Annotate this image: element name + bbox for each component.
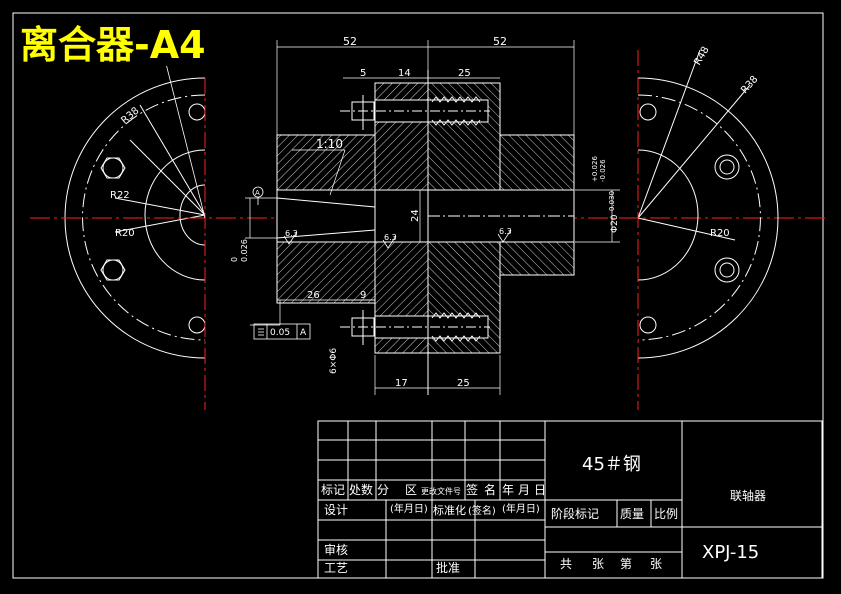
tb-sheet-no-unit: 张: [650, 557, 662, 571]
tol-right-hi: +0.026: [591, 156, 599, 182]
tb-scale: 比例: [654, 507, 678, 521]
bolt-note: 6×Φ6: [329, 348, 339, 374]
tb-change-doc: 更改文件号: [421, 486, 461, 496]
tb-month: 月: [518, 483, 530, 497]
dimension-lines: [245, 40, 620, 395]
dim-17: 17: [395, 378, 408, 389]
flatness-frame: [253, 323, 311, 340]
tb-review: 审核: [324, 542, 348, 557]
part-name: 联轴器: [730, 488, 766, 503]
tb-craft: 工艺: [324, 561, 348, 575]
tb-fen: 分: [377, 483, 389, 497]
right-r48: R48: [692, 45, 711, 68]
left-leader: [159, 39, 206, 219]
roughness-1: 6.3: [285, 229, 298, 238]
dim-24: 24: [410, 209, 421, 222]
left-r38: R38: [119, 105, 141, 126]
tb-year: 年: [502, 483, 514, 497]
dim-5: 5: [360, 68, 366, 79]
dim-25-top: 25: [458, 68, 471, 79]
dim-taper: 1:10: [316, 137, 343, 151]
dim-25-bottom: 25: [457, 378, 470, 389]
datum-label-top: A: [255, 189, 260, 197]
dim-14: 14: [398, 68, 411, 79]
tb-design-date: (年月日): [390, 502, 428, 515]
tb-sign-field: (签名): [468, 504, 496, 517]
dim-52-left: 52: [343, 35, 357, 48]
tb-standard: 标准化: [433, 503, 466, 517]
title-badge: 离合器-A4: [20, 23, 206, 67]
tol-left: 0.026: [240, 239, 249, 262]
roughness-2: 6.3: [384, 233, 397, 242]
tb-approve: 批准: [436, 560, 460, 575]
left-r22: R22: [110, 190, 130, 201]
right-end-view: [637, 49, 779, 359]
tb-sheet-no: 第: [620, 557, 632, 571]
tb-sheets-unit: 张: [592, 557, 604, 571]
dim-26: 26: [307, 290, 320, 301]
section-view: [276, 70, 575, 395]
tb-stage-mark: 阶段标记: [551, 506, 599, 521]
flatness-datum: A: [300, 328, 307, 338]
drawing-number: XPJ-15: [702, 542, 759, 563]
dia-right: Φ20: [610, 214, 620, 233]
dim-52-right: 52: [493, 35, 507, 48]
flatness-value: 0.05: [270, 328, 290, 338]
tb-qu: 区: [405, 483, 417, 497]
tol-left-low: 0: [230, 257, 239, 262]
roughness-symbols: [283, 229, 512, 249]
tb-count: 处数: [349, 482, 373, 497]
dia-right-tol: 0.030: [608, 191, 616, 211]
dim-9: 9: [360, 290, 366, 301]
tb-day: 日: [534, 483, 546, 497]
tb-weight: 质量: [620, 507, 644, 521]
tb-mark: 标记: [321, 483, 345, 497]
tb-sign-date: (年月日): [502, 502, 540, 515]
tol-right-lo: -0.026: [599, 159, 607, 182]
tb-sign: 签: [466, 482, 478, 497]
right-r38: R38: [739, 74, 760, 96]
left-r20: R20: [115, 228, 135, 239]
roughness-3: 6.3: [499, 227, 512, 236]
material: 45＃钢: [582, 454, 641, 475]
title-block: [317, 420, 823, 579]
tb-design: 设计: [324, 503, 348, 517]
tb-name: 名: [484, 482, 496, 497]
left-end-view: [64, 77, 206, 359]
right-r20: R20: [710, 228, 730, 239]
tb-sheets: 共: [560, 557, 572, 571]
